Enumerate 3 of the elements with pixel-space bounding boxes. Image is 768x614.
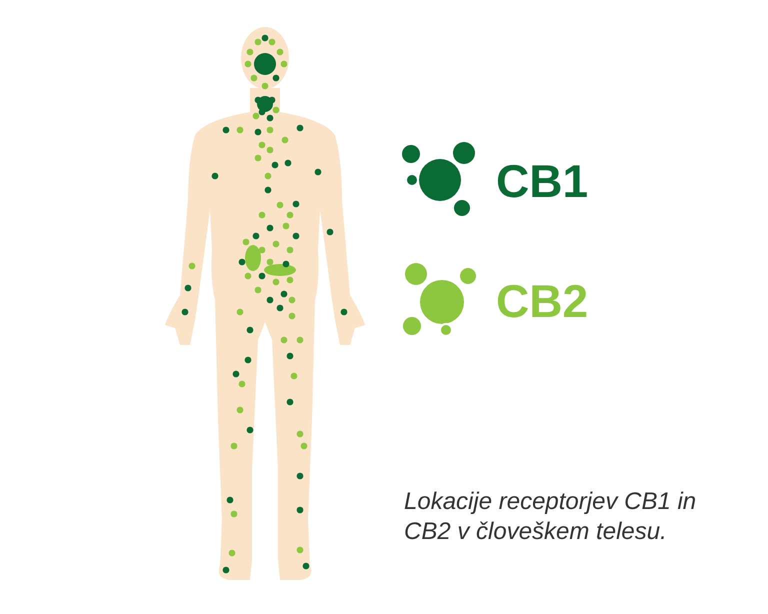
legend-label: CB1 [496,158,588,204]
legend-label: CB2 [496,278,588,324]
caption: Lokacije receptorjev CB1 in CB2 v človeškem telesu. [404,487,698,547]
